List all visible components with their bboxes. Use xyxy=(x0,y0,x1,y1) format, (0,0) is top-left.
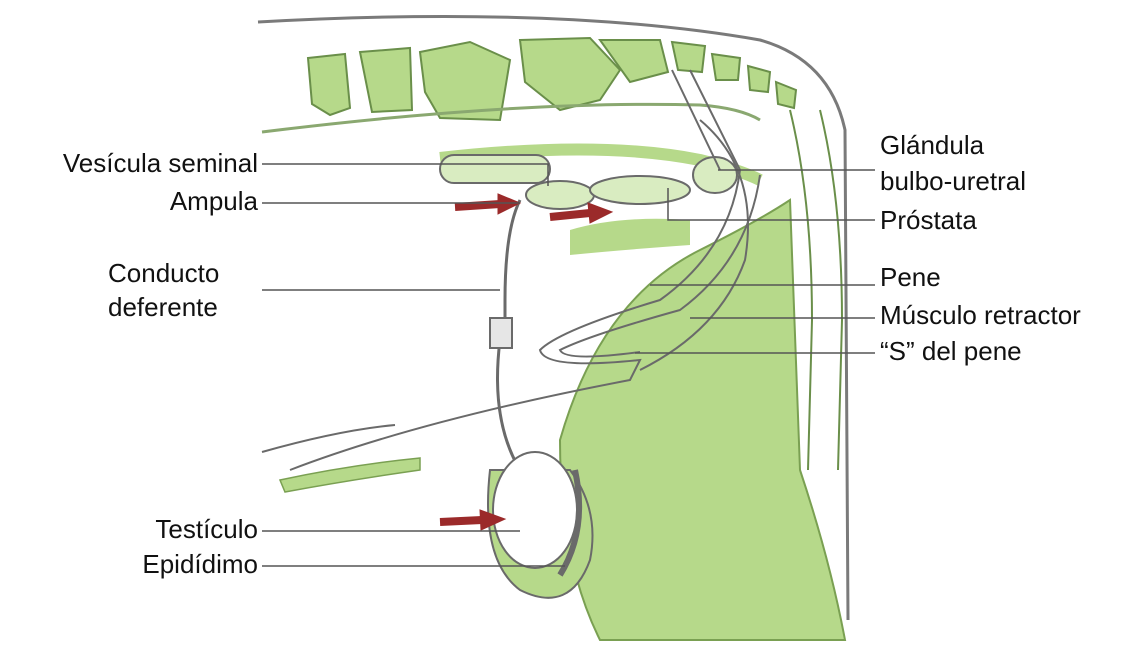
label-glandula-line2: bulbo-uretral xyxy=(880,166,1026,196)
label-conducto-line1: Conducto xyxy=(108,258,219,288)
sheath-lines xyxy=(262,425,395,452)
bulbourethral-gland xyxy=(693,157,737,193)
label-epididimo: Epidídimo xyxy=(12,549,258,579)
label-musculo-retractor: Músculo retractor xyxy=(880,300,1081,330)
hind-tissue xyxy=(560,200,845,640)
label-prostata: Próstata xyxy=(880,205,977,235)
ampulla-gland xyxy=(526,181,594,209)
label-testiculo: Testículo xyxy=(12,514,258,544)
pelvic-floor xyxy=(570,219,690,255)
arrow-ampula-icon xyxy=(455,194,520,214)
label-conducto-line2: deferente xyxy=(108,292,218,322)
seminal-vesicle-tube xyxy=(440,155,550,183)
spermatic-cord xyxy=(490,318,512,348)
prepuce xyxy=(280,458,420,492)
label-s-del-pene: “S” del pene xyxy=(880,336,1022,366)
label-ampula: Ampula xyxy=(12,186,258,216)
label-pene: Pene xyxy=(880,262,941,292)
label-vesicula-seminal: Vesícula seminal xyxy=(12,148,258,178)
label-glandula-line1: Glándula xyxy=(880,130,984,160)
testicle xyxy=(493,452,577,568)
prostate-gland xyxy=(590,176,690,204)
